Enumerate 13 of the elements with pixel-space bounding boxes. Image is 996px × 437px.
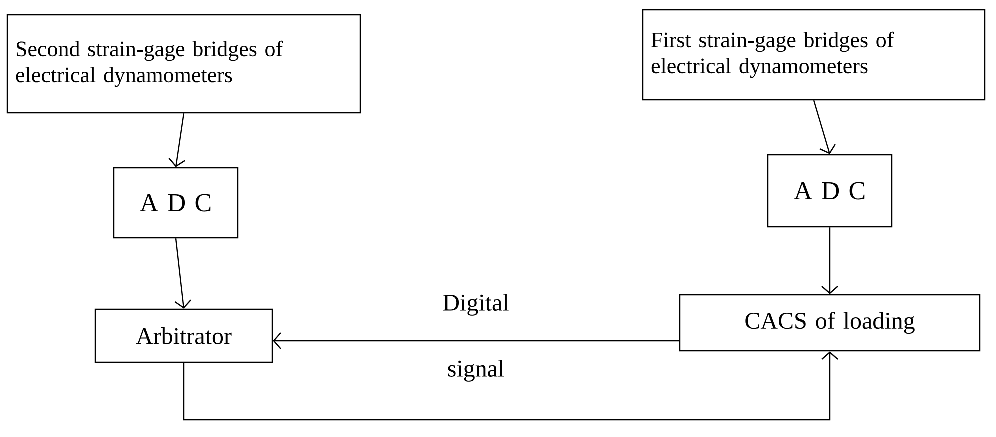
process-box: A D C <box>767 154 893 228</box>
process-box: A D C <box>113 167 239 239</box>
edge-label: Digital signal <box>443 294 509 382</box>
process-box: First strain-gage bridges of electrical dynamometers <box>642 9 986 101</box>
process-box: Arbitrator <box>94 308 274 364</box>
arrow <box>183 352 838 421</box>
arrow <box>822 228 838 294</box>
process-box: CACS of loading <box>679 294 981 352</box>
arrow <box>168 114 186 168</box>
arrow <box>273 332 680 350</box>
process-box: Second strain-gage bridges of electrical dynamometers <box>6 14 362 114</box>
arrow <box>174 238 192 309</box>
arrow <box>813 100 836 154</box>
